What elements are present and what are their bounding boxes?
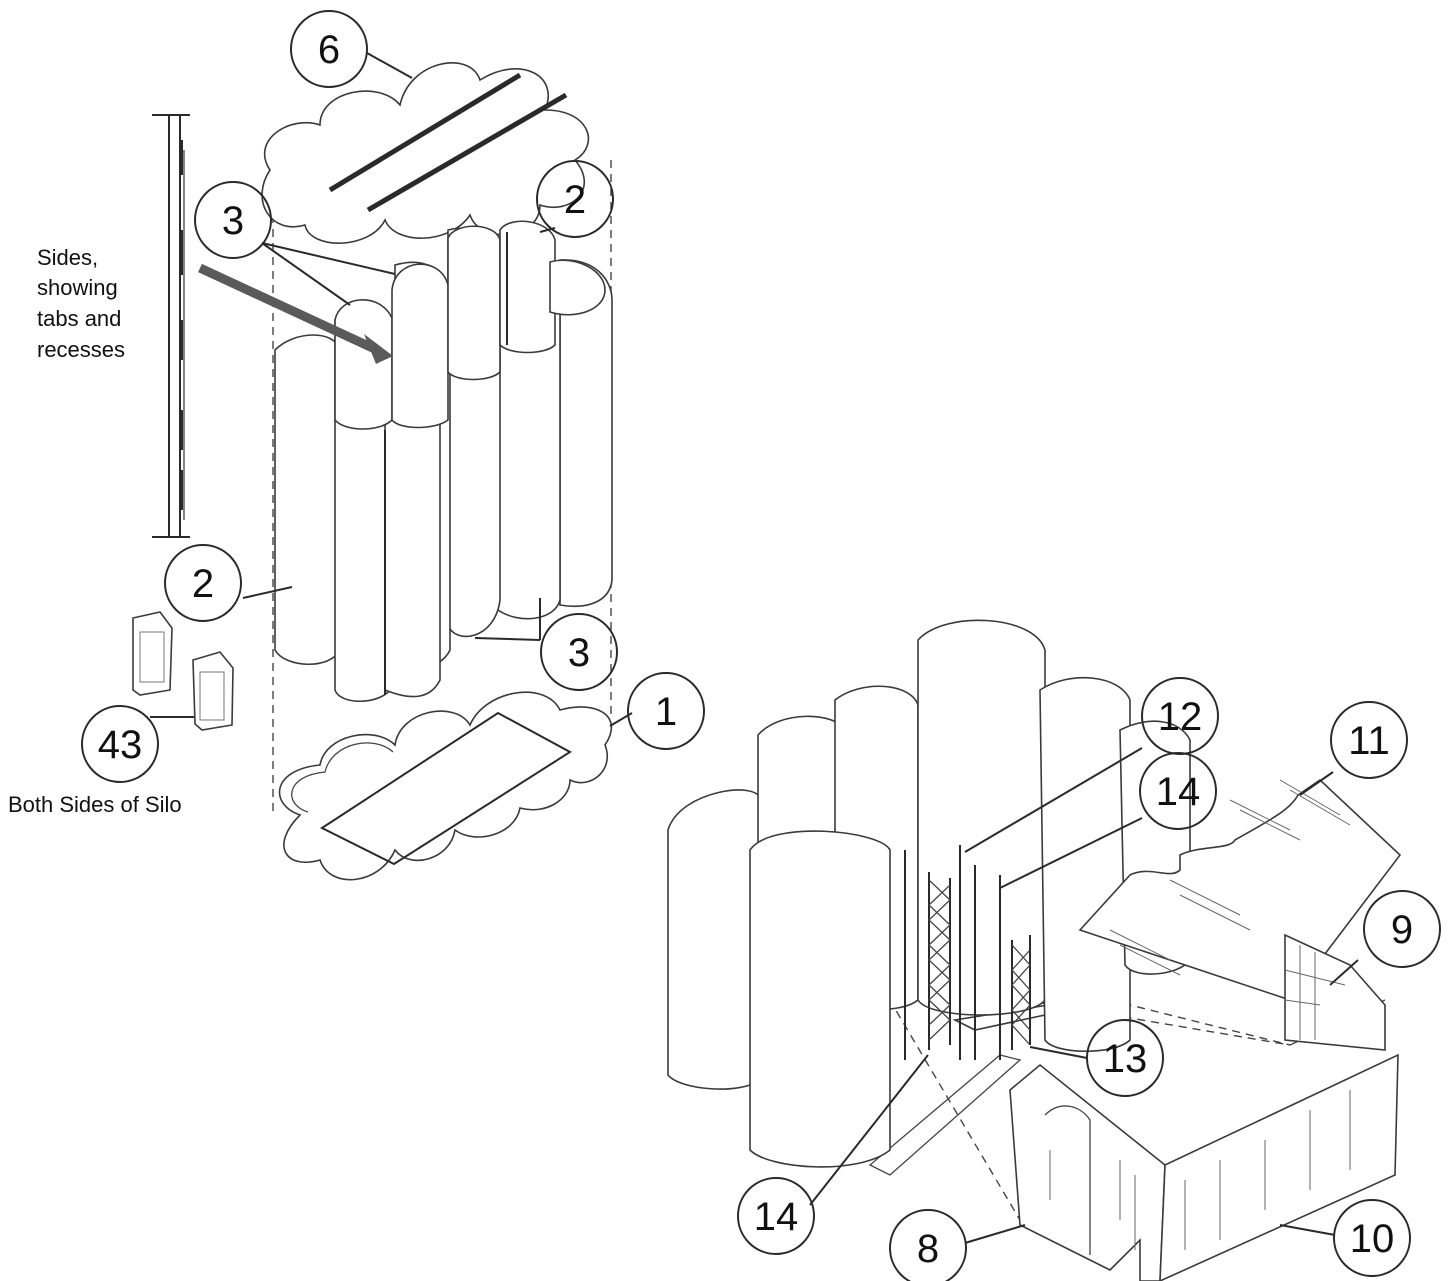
silo-base-piece [278, 691, 613, 881]
callout-1: 1 [627, 672, 705, 750]
both-sides-note: Both Sides of Silo [8, 792, 182, 817]
exploded-silo [198, 62, 613, 881]
silo-roof-piece [261, 62, 590, 244]
lattice-tower-right [1011, 935, 1031, 1050]
callout-9: 9 [1363, 890, 1441, 968]
callout-14-top-label: 14 [1156, 770, 1201, 814]
callout-14-bottom-label: 14 [754, 1195, 799, 1239]
callout-12-label: 12 [1158, 695, 1203, 739]
callout-9-label: 9 [1391, 908, 1413, 952]
callout-14-top: 14 [1139, 752, 1217, 830]
side-strip-drawing [152, 114, 190, 538]
leader-lines-bottom [809, 747, 1359, 1244]
lattice-tower-left [928, 872, 951, 1050]
arrow-head [364, 334, 393, 364]
callout-6-label: 6 [318, 28, 340, 72]
callout-3-top-label: 3 [222, 199, 244, 243]
sides-note-line-3: tabs and [37, 306, 121, 331]
callout-10: 10 [1333, 1199, 1411, 1277]
callout-2-top-label: 2 [564, 178, 586, 222]
callout-3-mid-label: 3 [568, 631, 590, 675]
callout-2-top: 2 [536, 160, 614, 238]
callout-10-label: 10 [1350, 1217, 1395, 1261]
sides-note-line-1: Sides, [37, 245, 98, 270]
callout-2-left: 2 [164, 544, 242, 622]
callout-6: 6 [290, 10, 368, 88]
callout-2-left-label: 2 [192, 562, 214, 606]
callout-8-label: 8 [917, 1227, 939, 1271]
callout-13-label: 13 [1103, 1037, 1148, 1081]
callout-11-label: 11 [1348, 719, 1390, 763]
sides-note-line-4: recesses [37, 337, 125, 362]
callout-13: 13 [1086, 1019, 1164, 1097]
front-wall-with-door [1009, 1063, 1166, 1281]
brochure-icons [132, 611, 234, 731]
callout-8: 8 [889, 1209, 967, 1281]
callout-3-top: 3 [194, 181, 272, 259]
callout-14-bottom: 14 [737, 1177, 815, 1255]
sides-note-line-2: showing [37, 275, 118, 300]
assembled-silo [667, 619, 1402, 1281]
leader-lines-top [150, 52, 633, 727]
callout-12: 12 [1141, 677, 1219, 755]
callout-43: 43 [81, 705, 159, 783]
shed-roof [1078, 778, 1402, 1001]
callout-43-label: 43 [98, 723, 143, 767]
callout-11: 11 [1330, 701, 1408, 779]
sides-note: Sides, showing tabs and recesses [37, 245, 125, 362]
callout-3-mid: 3 [540, 613, 618, 691]
callout-1-label: 1 [655, 690, 677, 734]
